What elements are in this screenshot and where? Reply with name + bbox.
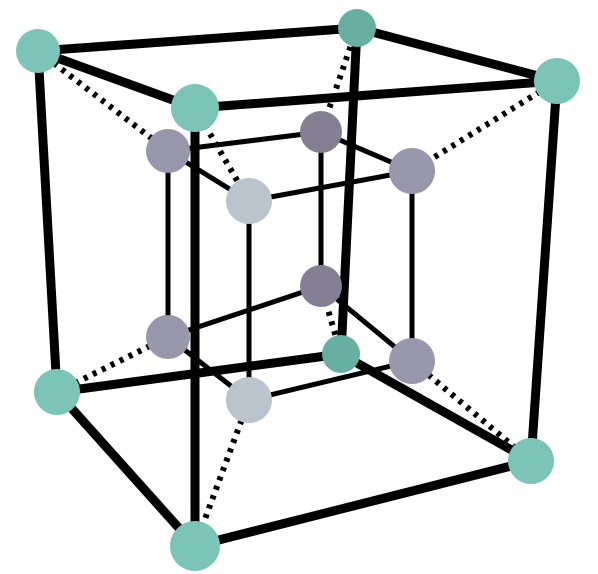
outer-cube-edge — [37, 23, 358, 56]
outer-vertex-trr — [534, 58, 580, 104]
inner-cube-edge — [248, 358, 413, 403]
inner-vertex-tl — [146, 129, 190, 173]
outer-cube-edge — [36, 46, 197, 113]
connector-edge — [36, 48, 170, 154]
outer-cube-edge — [193, 456, 533, 551]
outer-cube-edge — [336, 27, 362, 355]
outer-vertex-tf — [171, 84, 219, 132]
outer-vertex-bl — [34, 369, 80, 415]
connector-edge — [410, 78, 559, 174]
inner-vertex-bf — [226, 377, 272, 423]
connector-edge — [192, 106, 252, 203]
outer-vertex-bb — [322, 335, 360, 373]
outer-cube-edge — [338, 350, 534, 465]
outer-vertex-tl — [16, 29, 60, 73]
inner-vertex-br — [389, 338, 435, 384]
outer-cube-edge — [194, 76, 558, 113]
inner-vertex-tb — [300, 111, 342, 153]
inner-vertex-tf — [226, 178, 272, 224]
inner-vertex-bb — [300, 265, 342, 307]
outer-cube-edge — [526, 80, 562, 462]
outer-vertex-bf — [170, 521, 220, 571]
inner-vertex-bl — [146, 315, 190, 359]
inner-vertex-tr — [389, 148, 435, 194]
outer-vertex-tr — [338, 9, 376, 47]
inner-cube-edge — [248, 168, 413, 204]
outer-cube-edge — [33, 50, 62, 393]
outer-vertex-br — [508, 438, 554, 484]
outer-cube-edge — [355, 23, 559, 86]
outer-cube-edge — [53, 388, 199, 550]
